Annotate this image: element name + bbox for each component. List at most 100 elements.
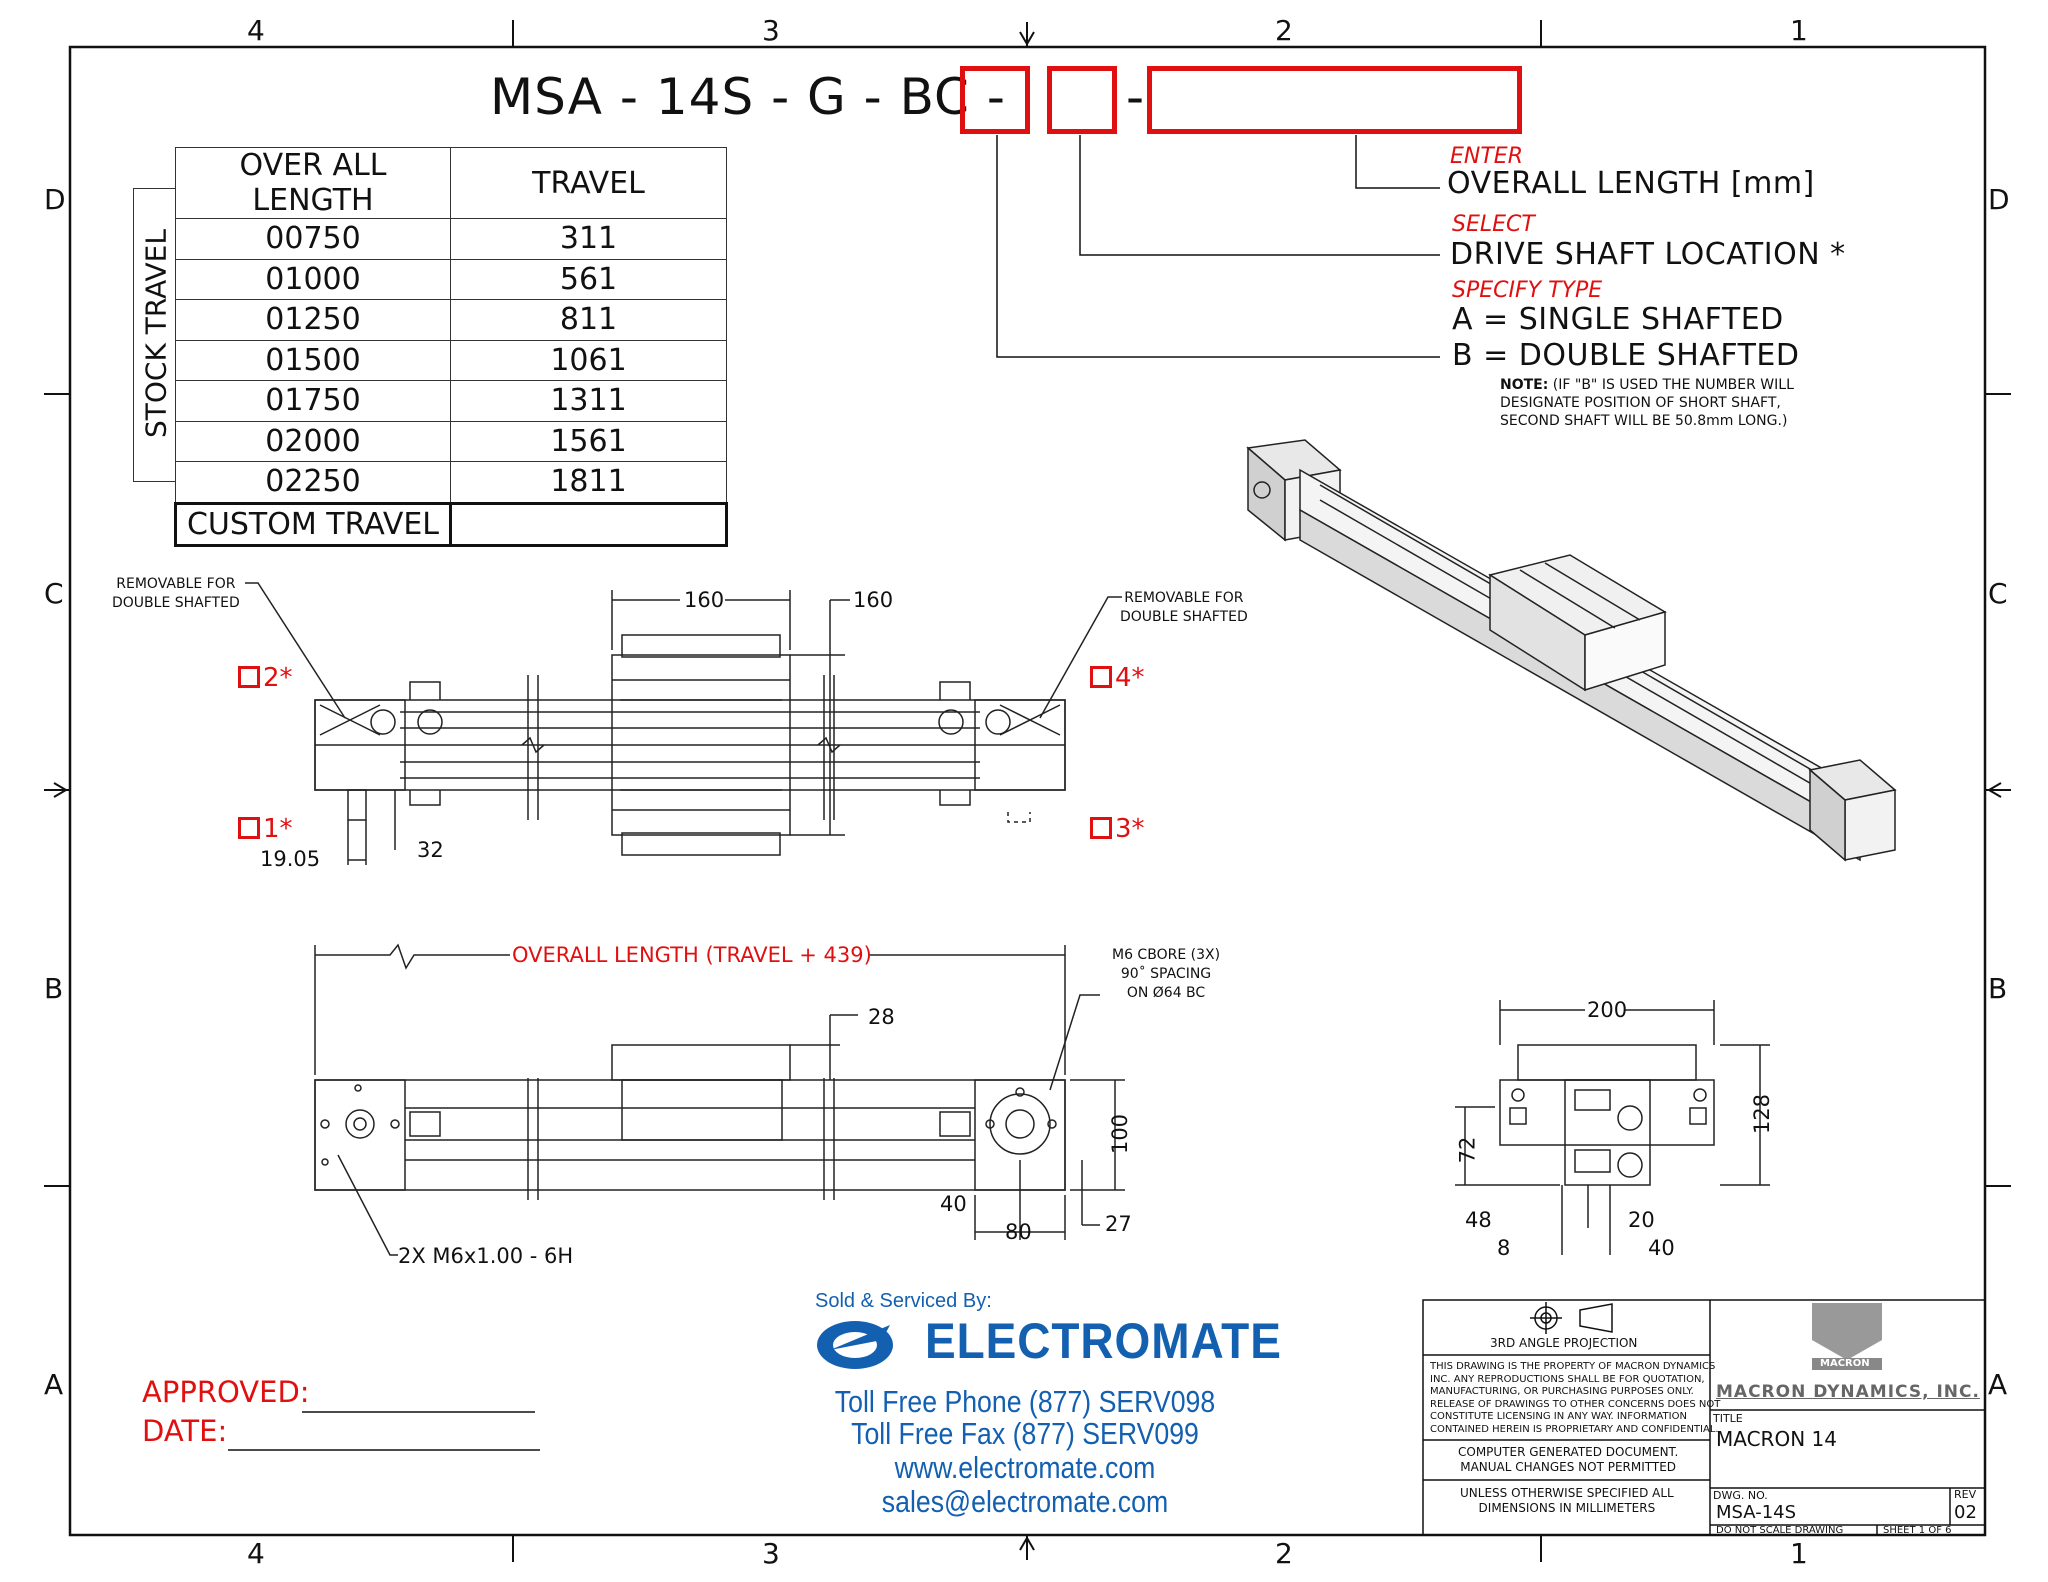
units-line-1: UNLESS OTHERWISE SPECIFIED ALL xyxy=(1460,1486,1674,1500)
position-3-label: 3* xyxy=(1115,814,1145,844)
title-label: TITLE xyxy=(1713,1412,1743,1425)
position-3-checkbox[interactable] xyxy=(1090,817,1112,839)
proprietary-line: RELEASE OF DRAWINGS TO OTHER CONCERNS DO… xyxy=(1430,1398,1721,1410)
iso-view xyxy=(1246,439,1897,862)
header-overall-length: OVER ALL LENGTH xyxy=(175,147,451,219)
stock-travel-label-cell: STOCK TRAVEL xyxy=(133,188,176,482)
row-left-c: C xyxy=(44,577,64,610)
side-view xyxy=(314,943,1125,1256)
length-cell: 02250 xyxy=(175,461,451,504)
row-right-c: C xyxy=(1988,577,2008,610)
travel-cell: 1061 xyxy=(450,339,727,381)
col-bottom-1: 1 xyxy=(1790,1537,1808,1570)
length-cell: 01500 xyxy=(175,339,451,381)
length-cell: 01750 xyxy=(175,380,451,422)
position-1-option[interactable]: 1* xyxy=(238,814,293,844)
callout-overall-length: OVERALL LENGTH [mm] xyxy=(1447,166,1815,201)
row-left-a: A xyxy=(44,1368,64,1401)
col-bottom-2: 2 xyxy=(1275,1537,1293,1570)
end-view xyxy=(1455,1000,1770,1255)
removable-note-right: REMOVABLE FOR DOUBLE SHAFTED xyxy=(1120,589,1248,627)
callout-drive-shaft: DRIVE SHAFT LOCATION * xyxy=(1450,237,1846,272)
overall-length-field[interactable] xyxy=(1147,66,1522,134)
note-line-1: (IF "B" IS USED THE NUMBER WILL xyxy=(1548,377,1794,393)
pn-leaders xyxy=(996,135,1440,358)
col-top-3: 3 xyxy=(762,14,780,47)
proprietary-line: CONSTITUTE LICENSING IN ANY WAY. INFORMA… xyxy=(1430,1411,1687,1422)
vendor-website[interactable]: www.electromate.com xyxy=(894,1450,1156,1485)
custom-travel-label: CUSTOM TRAVEL xyxy=(174,501,452,547)
shaft-type-field[interactable] xyxy=(960,66,1030,134)
proprietary-line: MANUFACTURING, OR PURCHASING PURPOSES ON… xyxy=(1430,1386,1694,1397)
row-left-b: B xyxy=(44,972,64,1005)
proprietary-line: CONTAINED HEREIN IS PROPRIETARY AND CONF… xyxy=(1430,1423,1719,1435)
callout-enter: ENTER xyxy=(1450,144,1523,169)
custom-travel-input[interactable] xyxy=(449,501,728,547)
col-bottom-3: 3 xyxy=(762,1537,780,1570)
top-view xyxy=(245,582,1122,865)
callout-option-b: B = DOUBLE SHAFTED xyxy=(1452,338,1800,373)
table-header-row: OVER ALL LENGTH TRAVEL xyxy=(175,147,727,219)
travel-cell: 1311 xyxy=(450,380,727,422)
cg-line-1: COMPUTER GENERATED DOCUMENT. xyxy=(1458,1445,1679,1459)
drawing-title: MACRON 14 xyxy=(1716,1427,1837,1451)
col-top-1: 1 xyxy=(1790,14,1808,47)
part-number-prefix: MSA - 14S - G - BC - xyxy=(490,68,1006,126)
position-4-label: 4* xyxy=(1115,663,1145,693)
dim-72: 72 xyxy=(1455,1136,1480,1164)
position-2-option[interactable]: 2* xyxy=(238,663,293,693)
dim-width-200: 200 xyxy=(1587,998,1628,1022)
dim-carriage-depth: 160 xyxy=(853,588,894,612)
rev-label: REV xyxy=(1954,1488,1977,1501)
cbore-line-2: 90˚ SPACING xyxy=(1120,966,1212,982)
cbore-line-3: ON Ø64 BC xyxy=(1126,985,1206,1001)
row-left-d: D xyxy=(44,183,66,216)
overall-length-label: OVERALL LENGTH (TRAVEL + 439) xyxy=(512,943,872,967)
length-cell: 00750 xyxy=(175,218,451,260)
cg-line-2: MANUAL CHANGES NOT PERMITTED xyxy=(1460,1460,1677,1474)
macron-logo-text: MACRON xyxy=(1820,1358,1870,1369)
dwg-no: MSA-14S xyxy=(1716,1502,1797,1523)
date-label: DATE: xyxy=(142,1414,228,1448)
position-4-option[interactable]: 4* xyxy=(1090,663,1145,693)
cbore-note: M6 CBORE (3X) 90˚ SPACING ON Ø64 BC xyxy=(1112,946,1220,1003)
row-right-b: B xyxy=(1988,972,2008,1005)
travel-cell: 811 xyxy=(450,299,727,341)
shaft-note: NOTE: (IF "B" IS USED THE NUMBER WILL DE… xyxy=(1500,376,1794,430)
position-4-checkbox[interactable] xyxy=(1090,666,1112,688)
length-cell: 01250 xyxy=(175,299,451,341)
vendor-email[interactable]: sales@electromate.com xyxy=(881,1484,1169,1519)
shaft-location-field[interactable] xyxy=(1047,66,1117,134)
position-2-checkbox[interactable] xyxy=(238,666,260,688)
dim-27: 27 xyxy=(1105,1212,1132,1236)
center-arrows xyxy=(44,22,2011,1560)
sold-by-label: Sold & Serviced By: xyxy=(815,1290,992,1312)
vendor-fax: Toll Free Fax (877) SERV099 xyxy=(851,1416,1199,1451)
dim-shaft-length: 32 xyxy=(417,838,444,862)
travel-cell: 1811 xyxy=(450,461,727,504)
row-right-d: D xyxy=(1988,183,2010,216)
position-3-option[interactable]: 3* xyxy=(1090,814,1145,844)
note-label: NOTE: xyxy=(1500,377,1549,393)
dim-height-100: 100 xyxy=(1108,1113,1133,1155)
callout-specify-type: SPECIFY TYPE xyxy=(1452,278,1603,303)
projection-label: 3RD ANGLE PROJECTION xyxy=(1490,1336,1638,1350)
proprietary-line: THIS DRAWING IS THE PROPERTY OF MACRON D… xyxy=(1430,1361,1716,1372)
position-1-checkbox[interactable] xyxy=(238,817,260,839)
dwg-no-label: DWG. NO. xyxy=(1713,1489,1768,1502)
dim-height-128: 128 xyxy=(1750,1093,1775,1135)
custom-travel-row[interactable]: CUSTOM TRAVEL xyxy=(174,501,728,547)
stock-travel-label: STOCK TRAVEL xyxy=(139,229,173,438)
dim-shaft-offset: 19.05 xyxy=(260,847,321,871)
macron-logo xyxy=(1812,1303,1882,1370)
vendor-phone: Toll Free Phone (877) SERV098 xyxy=(834,1384,1216,1419)
